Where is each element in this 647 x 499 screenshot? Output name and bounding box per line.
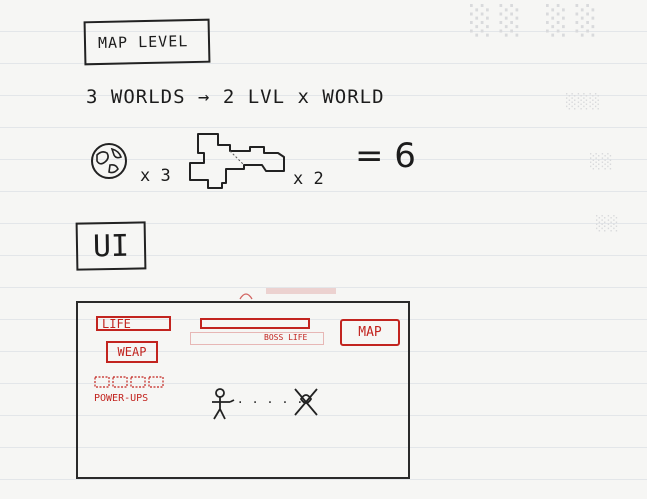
- life-label: LIFE: [102, 316, 131, 331]
- levels-multiplier: x 2: [293, 169, 324, 189]
- game-screen-mockup: LIFE BOSS LIFE MAP WEAP POWER-UPS . . . …: [76, 301, 410, 479]
- powerup-slots: [94, 376, 164, 388]
- worlds-multiplier: x 3: [140, 166, 171, 186]
- title-box: MAP LEVEL: [83, 18, 211, 66]
- player-stick-figure-icon: [212, 388, 235, 420]
- faint-show-through: ░░ ░░: [470, 4, 606, 37]
- enemy-figure-icon: [294, 388, 318, 416]
- level-map-icon: [189, 133, 285, 189]
- weapon-box: WEAP: [106, 341, 158, 363]
- map-label: MAP: [358, 325, 382, 340]
- globe-icon: [91, 143, 127, 179]
- faint-show-through: ░░░: [566, 94, 602, 110]
- faint-marker-scribble: [239, 288, 336, 300]
- faint-show-through: ░░: [596, 216, 620, 232]
- map-box: MAP: [340, 319, 400, 346]
- faint-show-through: ░░: [590, 154, 614, 170]
- ui-heading-box: UI: [75, 221, 147, 271]
- life-bar: LIFE: [96, 316, 171, 331]
- boss-life-label: BOSS LIFE: [264, 333, 308, 342]
- ui-heading: UI: [92, 228, 130, 264]
- boss-life-faint-outline: [190, 332, 324, 345]
- result-equals: = 6: [355, 136, 416, 176]
- boss-life-bar: [200, 318, 310, 329]
- powerups-label: POWER-UPS: [94, 393, 149, 404]
- worlds-line: 3 WORLDS → 2 LVL x WORLD: [86, 86, 385, 108]
- page-title: MAP LEVEL: [97, 32, 189, 53]
- weapon-label: WEAP: [117, 345, 147, 359]
- path-dots: . . . . .: [238, 391, 306, 407]
